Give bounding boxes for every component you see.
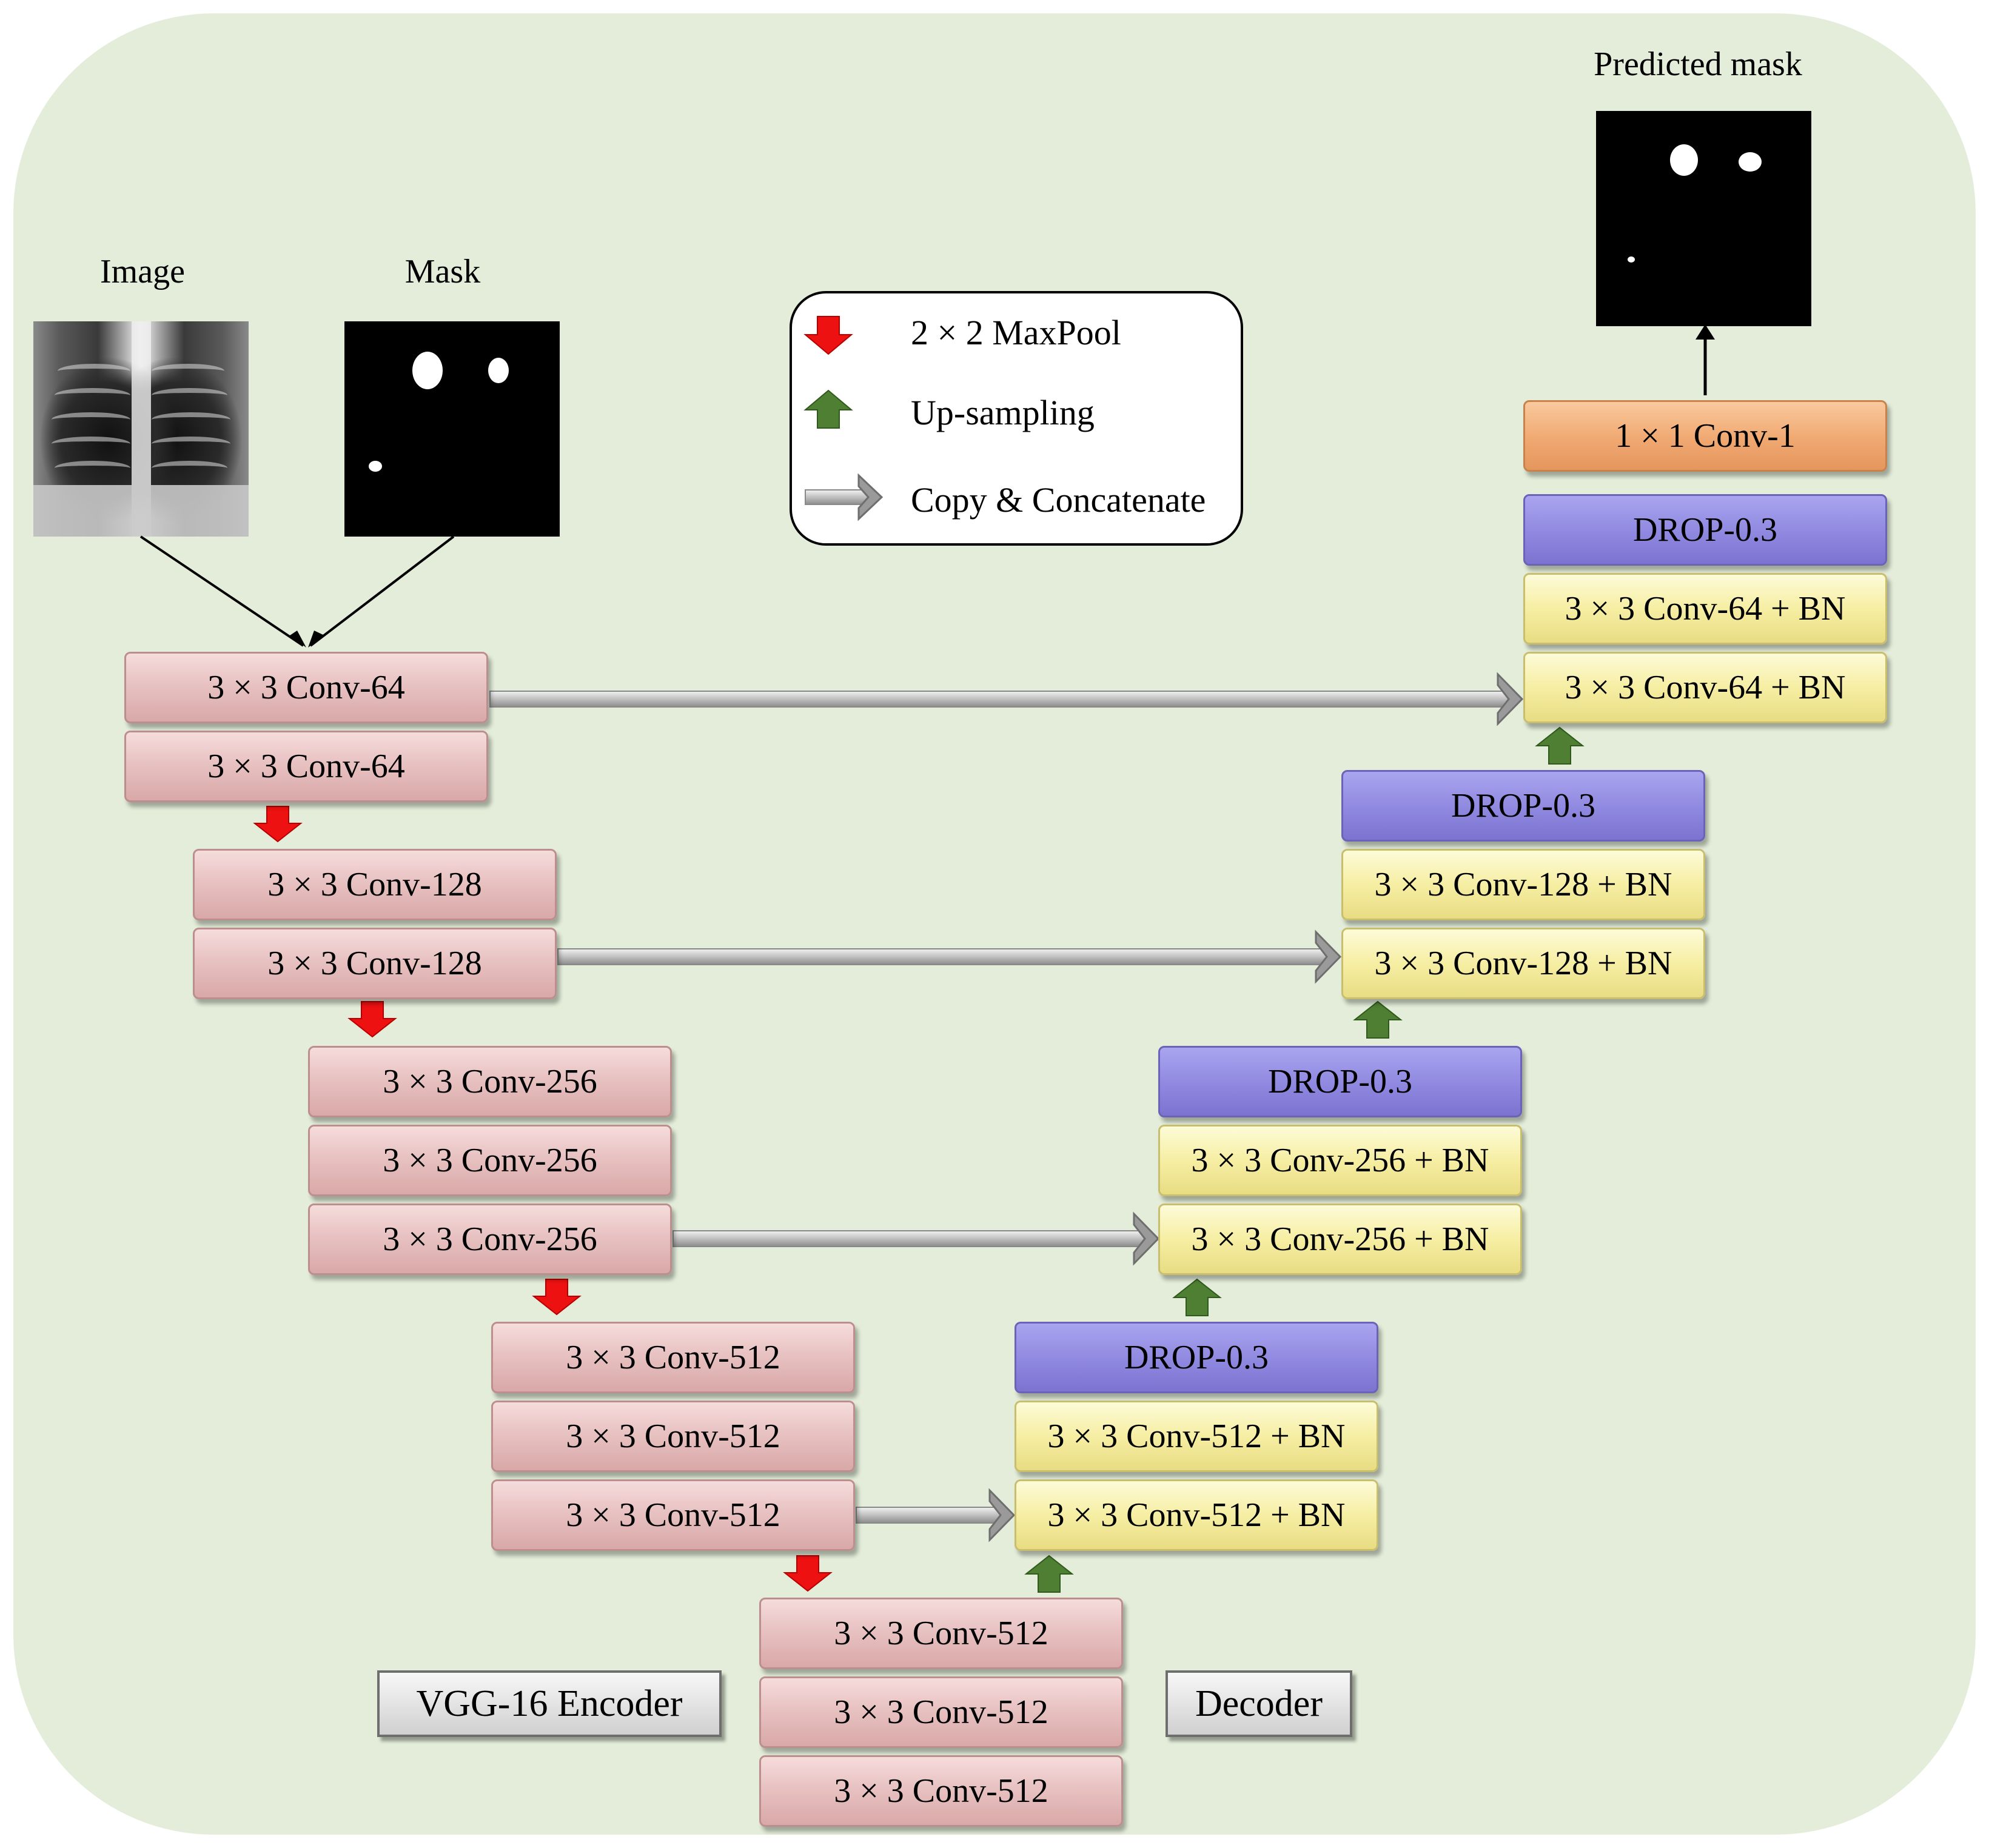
predicted-mask-image xyxy=(1596,111,1811,326)
image-to-encoder-line xyxy=(139,535,304,647)
encoder-block-256-3: 3 × 3 Conv-256 xyxy=(308,1204,672,1275)
decoder-128-dropout: DROP-0.3 xyxy=(1341,770,1705,842)
decoder-tag: Decoder xyxy=(1166,1670,1352,1737)
encoder-block-128-1: 3 × 3 Conv-128 xyxy=(193,849,557,920)
legend-box: 2 × 2 MaxPool Up-sampling Copy & Concate… xyxy=(790,291,1243,546)
output-conv-block: 1 × 1 Conv-1 xyxy=(1523,400,1887,472)
decoder-256-conv-1: 3 × 3 Conv-256 + BN xyxy=(1158,1125,1522,1196)
legend-upsample-icon xyxy=(803,389,853,429)
skip-arrow-512 xyxy=(856,1488,1016,1542)
mask-to-encoder-line xyxy=(309,535,455,647)
upsample-arrow-3 xyxy=(1353,1000,1403,1039)
decoder-512-conv-1: 3 × 3 Conv-512 + BN xyxy=(1015,1401,1378,1472)
encoder-block-128-2: 3 × 3 Conv-128 xyxy=(193,928,557,999)
decoder-512-conv-2: 3 × 3 Conv-512 + BN xyxy=(1015,1479,1378,1551)
upsample-arrow-4 xyxy=(1535,726,1585,765)
maxpool-arrow-4 xyxy=(783,1555,833,1592)
legend-copy-icon xyxy=(805,473,884,521)
encoder-block-256-2: 3 × 3 Conv-256 xyxy=(308,1125,672,1196)
decoder-128-conv-1: 3 × 3 Conv-128 + BN xyxy=(1341,849,1705,920)
encoder-block-512-2: 3 × 3 Conv-512 xyxy=(491,1401,855,1472)
decoder-128-conv-2: 3 × 3 Conv-128 + BN xyxy=(1341,928,1705,999)
decoder-256-conv-2: 3 × 3 Conv-256 + BN xyxy=(1158,1204,1522,1275)
encoder-block-64-1: 3 × 3 Conv-64 xyxy=(124,652,488,723)
bottleneck-block-2: 3 × 3 Conv-512 xyxy=(759,1676,1123,1748)
upsample-arrow-1 xyxy=(1024,1555,1074,1593)
mask-label: Mask xyxy=(404,253,481,290)
bottleneck-block-3: 3 × 3 Conv-512 xyxy=(759,1755,1123,1827)
decoder-256-dropout: DROP-0.3 xyxy=(1158,1046,1522,1117)
maxpool-arrow-1 xyxy=(253,806,303,843)
image-label: Image xyxy=(100,253,185,290)
legend-maxpool-icon xyxy=(803,316,853,355)
bottleneck-block-1: 3 × 3 Conv-512 xyxy=(759,1598,1123,1669)
decoder-64-conv-1: 3 × 3 Conv-64 + BN xyxy=(1523,573,1887,644)
maxpool-arrow-3 xyxy=(532,1279,582,1316)
decoder-64-dropout: DROP-0.3 xyxy=(1523,494,1887,566)
predicted-mask-label: Predicted mask xyxy=(1594,45,1802,83)
maxpool-arrow-2 xyxy=(347,1001,397,1038)
encoder-block-64-2: 3 × 3 Conv-64 xyxy=(124,731,488,802)
skip-arrow-256 xyxy=(673,1211,1160,1266)
encoder-block-512-3: 3 × 3 Conv-512 xyxy=(491,1479,855,1551)
encoder-block-512-1: 3 × 3 Conv-512 xyxy=(491,1322,855,1393)
decoder-64-conv-2: 3 × 3 Conv-64 + BN xyxy=(1523,652,1887,723)
chest-xray-image xyxy=(33,321,249,537)
legend-upsampling-label: Up-sampling xyxy=(911,393,1095,432)
skip-arrow-128 xyxy=(557,929,1342,984)
skip-arrow-64 xyxy=(489,672,1524,726)
decoder-512-dropout: DROP-0.3 xyxy=(1015,1322,1378,1393)
legend-maxpool-label: 2 × 2 MaxPool xyxy=(911,313,1121,352)
encoder-tag: VGG-16 Encoder xyxy=(377,1670,722,1737)
encoder-block-256-1: 3 × 3 Conv-256 xyxy=(308,1046,672,1117)
legend-copy-label: Copy & Concatenate xyxy=(911,480,1206,520)
input-mask-image xyxy=(344,321,560,537)
upsample-arrow-2 xyxy=(1172,1278,1222,1316)
